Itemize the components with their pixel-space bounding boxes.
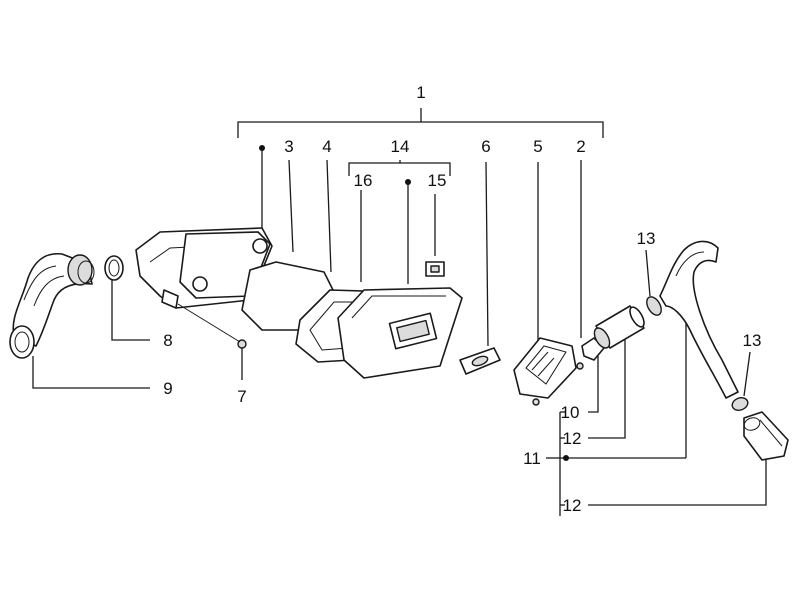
screw-part bbox=[177, 303, 247, 349]
callout-2: 2 bbox=[576, 137, 585, 156]
callout-15: 15 bbox=[428, 171, 447, 190]
callout-16: 16 bbox=[354, 171, 373, 190]
small-clamp-part bbox=[646, 296, 662, 316]
callout-13-upper: 13 bbox=[637, 229, 656, 248]
callout-5: 5 bbox=[533, 137, 542, 156]
callout-11: 11 bbox=[523, 449, 541, 468]
callout-4: 4 bbox=[322, 137, 331, 156]
callout-6: 6 bbox=[481, 137, 490, 156]
valve-cover-part bbox=[513, 337, 584, 406]
callout-labels: 1 2 3 4 5 6 7 8 9 10 11 12 12 13 13 14 1… bbox=[163, 83, 761, 515]
callout-7: 7 bbox=[237, 387, 246, 406]
callout-14: 14 bbox=[391, 137, 410, 156]
callout-3: 3 bbox=[284, 137, 293, 156]
clip-part bbox=[425, 261, 445, 277]
intake-hose-part bbox=[9, 253, 95, 359]
right-clamp-part bbox=[731, 397, 749, 411]
callout-13-right: 13 bbox=[743, 331, 762, 350]
callout-10: 10 bbox=[561, 403, 580, 422]
reference-dots bbox=[259, 145, 569, 461]
callout-9: 9 bbox=[163, 379, 172, 398]
bent-hose-part bbox=[659, 240, 739, 399]
callout-8: 8 bbox=[163, 331, 172, 350]
callout-12-upper: 12 bbox=[563, 429, 582, 448]
air-box-cover-part bbox=[337, 287, 463, 379]
callout-1: 1 bbox=[416, 83, 425, 102]
callout-12-lower: 12 bbox=[563, 496, 582, 515]
connector-pipe-part bbox=[593, 305, 645, 349]
hose-clamp-part bbox=[104, 255, 124, 281]
sleeve-part bbox=[743, 411, 789, 461]
plate-part bbox=[459, 347, 501, 375]
